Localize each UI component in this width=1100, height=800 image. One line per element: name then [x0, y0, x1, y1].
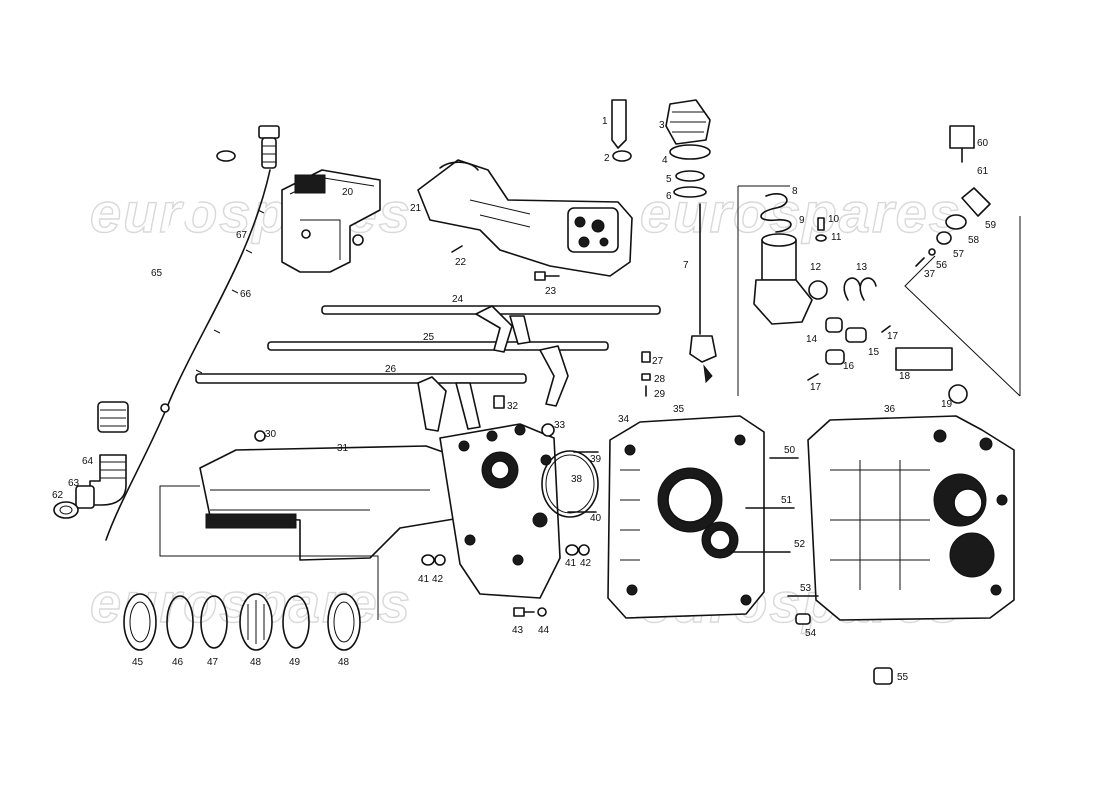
callout-55: 55 [897, 672, 909, 683]
small-bolts-22-23 [451, 245, 560, 281]
callout-17-upper: 17 [887, 331, 899, 342]
callout-19: 19 [941, 399, 953, 410]
gasket-ring-38 [541, 450, 599, 518]
intermediate-case [607, 415, 765, 619]
callout-18: 18 [899, 371, 911, 382]
filler-hose [97, 150, 236, 433]
callout-42-right: 42 [580, 558, 592, 569]
callout-21: 21 [410, 203, 422, 214]
callout-45: 45 [132, 657, 144, 668]
callout-14: 14 [806, 334, 818, 345]
gearbox-main-case [199, 423, 561, 599]
identification-plate [895, 347, 953, 371]
callout-61: 61 [977, 166, 989, 177]
callout-8: 8 [792, 186, 798, 197]
selector-rod-26 [195, 373, 527, 384]
callout-64: 64 [82, 456, 94, 467]
callout-39: 39 [590, 454, 602, 465]
callout-53: 53 [800, 583, 812, 594]
callout-41-right: 41 [565, 558, 577, 569]
callout-1: 1 [602, 116, 608, 127]
callout-63: 63 [68, 478, 80, 489]
callout-58: 58 [968, 235, 980, 246]
callout-49: 49 [289, 657, 301, 668]
callout-60: 60 [977, 138, 989, 149]
callout-12: 12 [810, 262, 822, 273]
elbow-fitting [53, 454, 127, 519]
bearings-and-rings [123, 593, 361, 651]
callout-labels: 1 2 3 4 5 6 7 8 9 10 11 12 13 14 15 16 1… [52, 116, 997, 683]
callout-10: 10 [828, 214, 840, 225]
callout-35: 35 [673, 404, 685, 415]
callout-16: 16 [843, 361, 855, 372]
callout-65: 65 [151, 268, 163, 279]
callout-62: 62 [52, 490, 64, 501]
callout-25: 25 [423, 332, 435, 343]
callout-2: 2 [604, 153, 610, 164]
callout-50: 50 [784, 445, 796, 456]
callout-67: 67 [236, 230, 248, 241]
callout-24: 24 [452, 294, 464, 305]
callout-40: 40 [590, 513, 602, 524]
callout-42-left: 42 [432, 574, 444, 585]
gear-lever-assembly [611, 99, 717, 384]
callout-48-left: 48 [250, 657, 262, 668]
callout-66: 66 [240, 289, 252, 300]
callout-34: 34 [618, 414, 630, 425]
callout-44: 44 [538, 625, 550, 636]
callout-9: 9 [799, 215, 805, 226]
callout-5: 5 [666, 174, 672, 185]
selector-mechanism [753, 193, 968, 404]
callout-33: 33 [554, 420, 566, 431]
breather-pipe [105, 125, 280, 541]
callout-6: 6 [666, 191, 672, 202]
callout-51: 51 [781, 495, 793, 506]
callout-30: 30 [265, 429, 277, 440]
callout-28: 28 [654, 374, 666, 385]
callout-27: 27 [652, 356, 664, 367]
callout-17-lower: 17 [810, 382, 822, 393]
small-hardware [254, 351, 651, 617]
callout-15: 15 [868, 347, 880, 358]
callout-52: 52 [794, 539, 806, 550]
callout-37: 37 [924, 269, 936, 280]
callout-31: 31 [337, 443, 349, 454]
callout-22: 22 [455, 257, 467, 268]
callout-57: 57 [953, 249, 965, 260]
callout-36: 36 [884, 404, 896, 415]
selector-rod-25 [267, 341, 609, 351]
callout-20: 20 [342, 187, 354, 198]
callout-7: 7 [683, 260, 689, 271]
callout-54: 54 [805, 628, 817, 639]
callout-4: 4 [662, 155, 668, 166]
callout-56: 56 [936, 260, 948, 271]
callout-41-left: 41 [418, 574, 430, 585]
callout-47: 47 [207, 657, 219, 668]
callout-13: 13 [856, 262, 868, 273]
rear-extension [417, 159, 633, 277]
callout-38: 38 [571, 474, 583, 485]
callout-11: 11 [831, 232, 842, 243]
callout-3: 3 [659, 120, 665, 131]
callout-46: 46 [172, 657, 184, 668]
selector-rods [195, 305, 661, 432]
callout-29: 29 [654, 389, 666, 400]
speedometer-drive [873, 125, 991, 685]
callout-48-right: 48 [338, 657, 350, 668]
breather-cap [258, 125, 280, 139]
callout-32: 32 [507, 401, 519, 412]
callout-26: 26 [385, 364, 397, 375]
rear-case [807, 415, 1015, 621]
studs [729, 457, 819, 625]
top-cover [281, 169, 381, 273]
callout-23: 23 [545, 286, 557, 297]
callout-59: 59 [985, 220, 997, 231]
callout-43: 43 [512, 625, 524, 636]
group-brackets [159, 185, 1021, 620]
